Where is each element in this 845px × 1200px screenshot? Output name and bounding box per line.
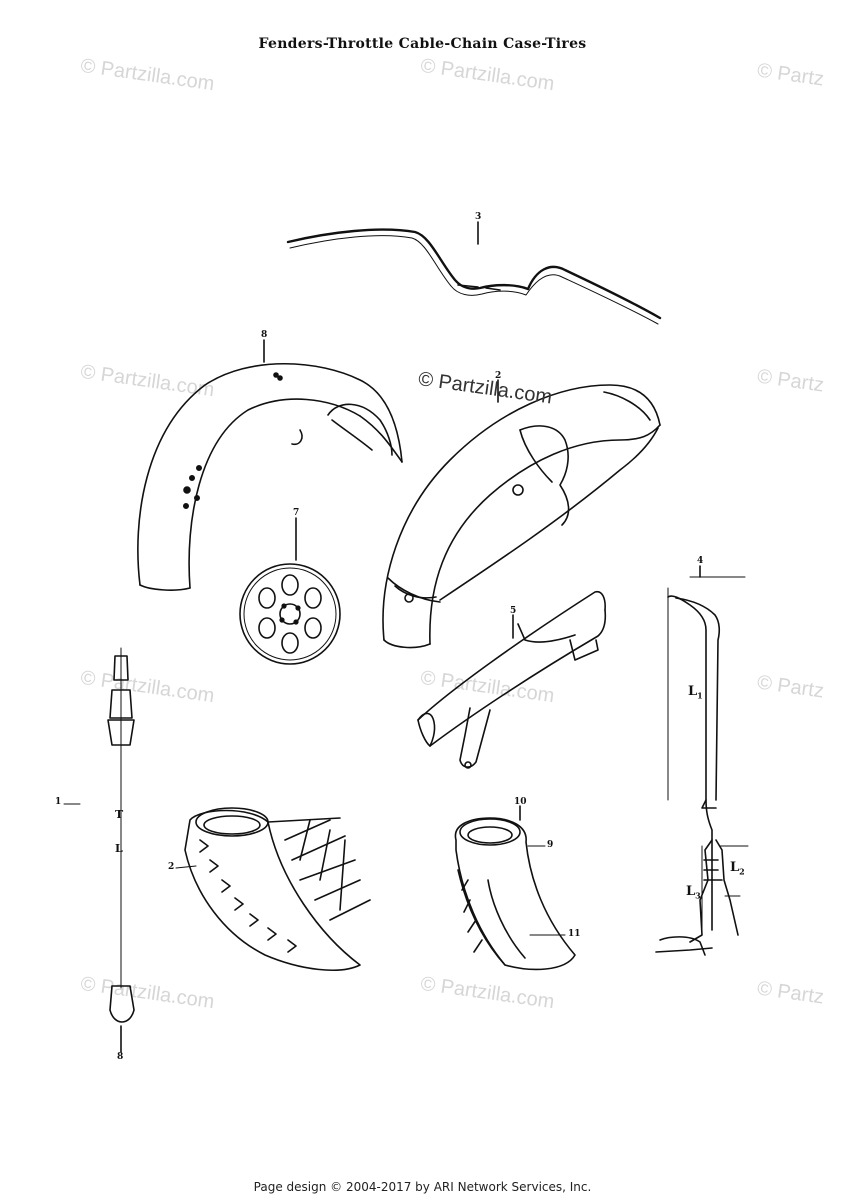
speedometer-cable[interactable]: [63, 647, 135, 1053]
diagram-title: Fenders-Throttle Cable-Chain Case-Tires: [258, 36, 587, 52]
chain-case[interactable]: [417, 590, 607, 769]
callout-rear-fender: 2: [495, 371, 502, 381]
callout-front-tire: 2: [168, 862, 175, 872]
callout-throttle-cable: 4: [697, 556, 704, 566]
dimension-l3: L3: [686, 884, 701, 901]
rear-sprocket[interactable]: [239, 517, 341, 665]
throttle-cable[interactable]: [655, 565, 749, 956]
rear-fender[interactable]: [382, 379, 661, 649]
page-footer: Page design © 2004-2017 by ARI Network S…: [253, 1180, 592, 1194]
callout-rear-tire: 9: [547, 840, 554, 850]
rear-tire[interactable]: [454, 805, 576, 971]
front-tire[interactable]: [175, 807, 371, 971]
dimension-l2: L2: [730, 860, 745, 877]
callout-handlebar: 3: [475, 212, 482, 222]
handlebar[interactable]: [286, 221, 662, 325]
callout-sprocket: 7: [293, 508, 300, 518]
dimension-lower-label: L: [115, 842, 123, 855]
front-fender[interactable]: [137, 339, 403, 591]
callout-tube-top: 10: [514, 797, 527, 807]
callout-cable-end: 8: [117, 1052, 124, 1062]
callout-front-fender: 8: [261, 330, 268, 340]
dimension-l1: L1: [688, 684, 703, 701]
dimension-upper-label: T: [115, 808, 124, 821]
callout-tube-bottom: 11: [568, 929, 581, 939]
callout-speedometer-cable: 1: [55, 797, 62, 807]
callout-chain-case: 5: [510, 606, 517, 616]
